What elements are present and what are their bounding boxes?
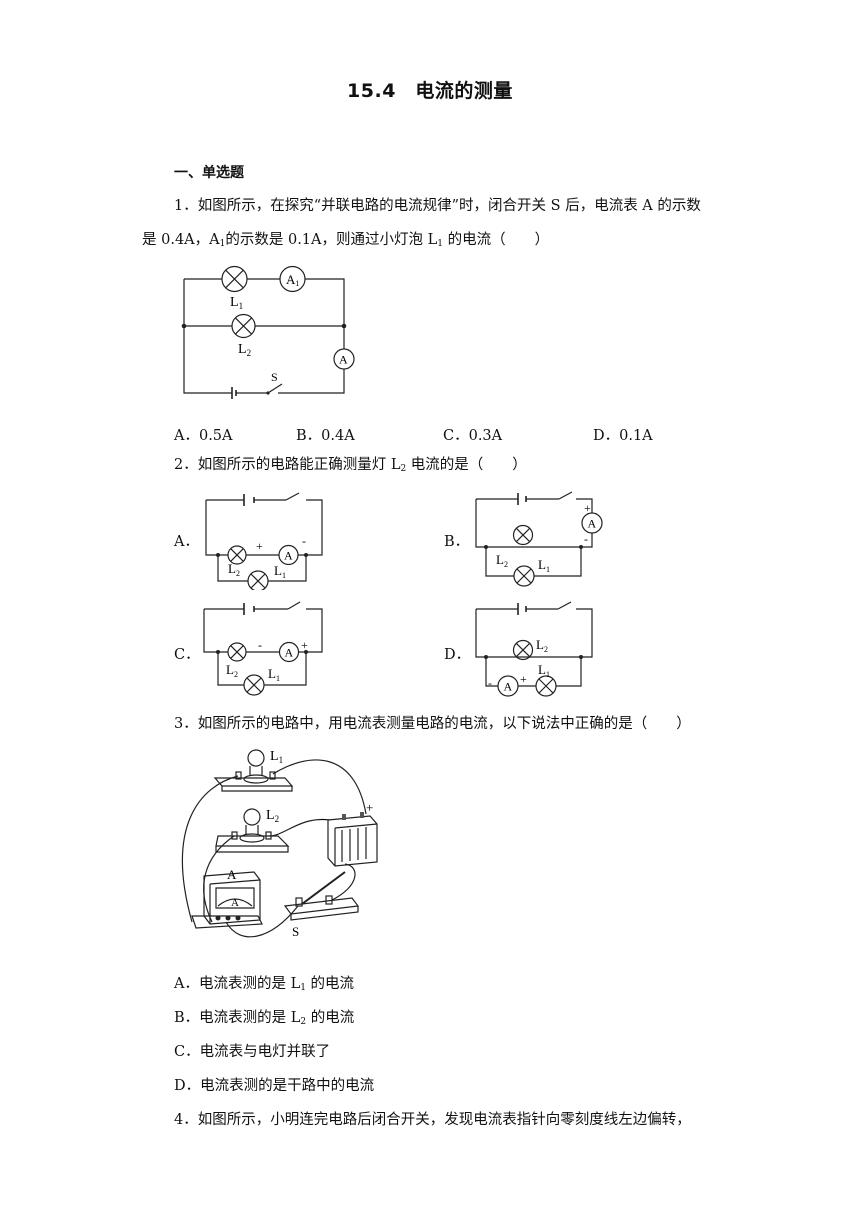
q1-circuit-diagram: A1 A L1 L2 S — [181, 265, 355, 399]
q1-option-a[interactable]: A．0.5A — [174, 428, 233, 444]
q2-option-d-diagram[interactable]: - A + L2 L1 — [466, 597, 606, 702]
q1-meter-a1-label: A1 — [286, 272, 299, 288]
svg-text:+: + — [256, 539, 263, 553]
q3-option-a[interactable]: A．电流表测的是 L1 的电流 — [174, 976, 355, 993]
q2-c-meter-label: A — [285, 646, 294, 660]
q3-meter-label: A — [227, 867, 237, 882]
q1-option-c[interactable]: C．0.3A — [443, 428, 503, 444]
q3-option-d[interactable]: D．电流表测的是干路中的电流 — [174, 1078, 375, 1094]
q3-minus-terminal: − — [320, 812, 327, 827]
q1-option-d[interactable]: D．0.1A — [593, 428, 653, 444]
q2-option-b-label[interactable]: B． — [444, 534, 470, 550]
svg-text:L1: L1 — [538, 557, 550, 574]
svg-text:+: + — [584, 501, 591, 515]
q2-option-d-label[interactable]: D． — [444, 647, 471, 663]
q2-option-c-label[interactable]: C． — [174, 647, 200, 663]
q2-option-a-label[interactable]: A． — [174, 534, 199, 550]
q2-option-b-diagram[interactable]: + A - L2 L1 — [466, 485, 606, 590]
q4-stem: 4．如图所示，小明连完电路后闭合开关，发现电流表指针向零刻度线左边偏转， — [174, 1112, 691, 1128]
svg-text:-: - — [584, 532, 588, 546]
q3-lamp2-label: L2 — [266, 808, 279, 824]
q1-stem-line1: 1．如图所示，在探究“并联电路的电流规律”时，闭合开关 S 后，电流表 A 的示… — [174, 198, 701, 214]
svg-text:+: + — [301, 638, 308, 652]
svg-text:+: + — [520, 672, 527, 686]
q3-option-b[interactable]: B．电流表测的是 L2 的电流 — [174, 1010, 355, 1027]
svg-text:L2: L2 — [226, 662, 238, 679]
svg-text:-: - — [258, 638, 262, 652]
q1-meter-a-label: A — [339, 353, 348, 367]
q1-stem-line2: 是 0.4A，A1的示数是 0.1A，则通过小灯泡 L1 的电流（ ） — [142, 232, 550, 249]
svg-text:L1: L1 — [268, 666, 280, 683]
q2-option-a-diagram[interactable]: + A - L2 L1 — [198, 485, 328, 590]
q2-option-c-diagram[interactable]: - A + L2 L1 — [198, 597, 328, 702]
q3-stem: 3．如图所示的电路中，用电流表测量电路的电流，以下说法中正确的是（ ） — [174, 716, 691, 732]
q2-a-meter-label: A — [284, 549, 293, 563]
q2-d-meter-label: A — [504, 680, 513, 694]
svg-text:L2: L2 — [496, 552, 508, 569]
svg-text:L1: L1 — [538, 662, 550, 679]
section-heading: 一、单选题 — [174, 165, 244, 181]
q3-plus-terminal: + — [366, 800, 373, 815]
q3-physical-circuit-diagram: L1 L2 A A S + − — [182, 749, 378, 939]
svg-text:L2: L2 — [228, 561, 240, 578]
q3-lamp1-label: L1 — [270, 749, 283, 765]
q1-switch-label: S — [271, 370, 278, 384]
svg-text:-: - — [302, 534, 306, 548]
q1-lamp1-label: L1 — [230, 295, 243, 311]
q3-option-c[interactable]: C．电流表与电灯并联了 — [174, 1044, 331, 1060]
svg-text:A: A — [231, 897, 239, 909]
page-title: 15.4 电流的测量 — [347, 80, 513, 102]
svg-text:L1: L1 — [274, 563, 286, 580]
q2-stem: 2．如图所示的电路能正确测量灯 L2 电流的是（ ） — [174, 457, 527, 474]
q3-switch-label: S — [292, 924, 299, 939]
svg-text:-: - — [488, 676, 492, 690]
q1-option-b[interactable]: B．0.4A — [296, 428, 355, 444]
svg-text:L2: L2 — [536, 637, 548, 654]
q1-lamp2-label: L2 — [238, 342, 251, 358]
q2-b-meter-label: A — [588, 517, 597, 531]
